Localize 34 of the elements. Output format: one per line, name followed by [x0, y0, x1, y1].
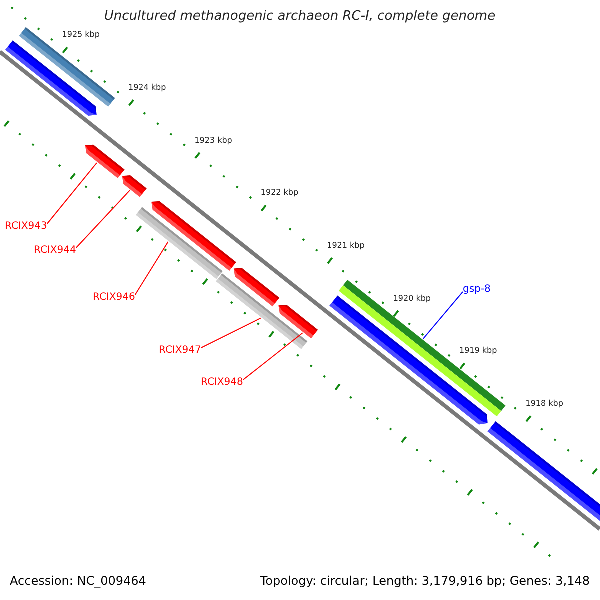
- title: Uncultured methanogenic archaeon RC-I, complete genome: [103, 10, 497, 24]
- scale-label: 1923 kbp: [194, 136, 232, 146]
- leader-line: [242, 332, 304, 380]
- leader-line: [46, 162, 98, 224]
- scale-label: 1921 kbp: [327, 242, 365, 251]
- scale-label: 1924 kbp: [128, 84, 166, 93]
- gene-feature: [5, 40, 97, 116]
- scale-label: 1918 kbp: [526, 400, 564, 409]
- scale-label: 1920 kbp: [393, 294, 432, 304]
- gene-feature: [122, 176, 147, 198]
- gene-feature: [488, 421, 600, 523]
- leader-line: [200, 318, 262, 348]
- gene-feature: [85, 144, 125, 178]
- gene-feature: [136, 207, 223, 280]
- gene-feature: [338, 280, 506, 417]
- gene-feature: [234, 268, 280, 307]
- leader-line: [76, 190, 130, 248]
- gene-feature: [216, 274, 308, 350]
- scale-label: 1925 kbp: [62, 31, 100, 40]
- gene-label: gsp-8: [463, 284, 491, 295]
- genome-summary: Topology: circular; Length: 3,179,916 bp; Genes: 3,148: [260, 575, 590, 588]
- gene-label: RCIX944: [34, 245, 76, 256]
- gene-feature: [19, 27, 116, 107]
- gene-label: RCIX946: [93, 292, 136, 303]
- accession-text: Accession: NC_009464: [10, 575, 146, 588]
- scale-label: 1919 kbp: [460, 347, 498, 356]
- leader-line: [422, 292, 464, 340]
- scale-label: 1922 kbp: [260, 189, 299, 198]
- gene-label: RCIX943: [5, 221, 48, 232]
- gene-feature: [278, 305, 318, 339]
- gene-label: RCIX948: [201, 377, 244, 388]
- gene-feature: [152, 201, 236, 272]
- gene-label: RCIX947: [159, 345, 202, 356]
- leader-line: [134, 242, 169, 296]
